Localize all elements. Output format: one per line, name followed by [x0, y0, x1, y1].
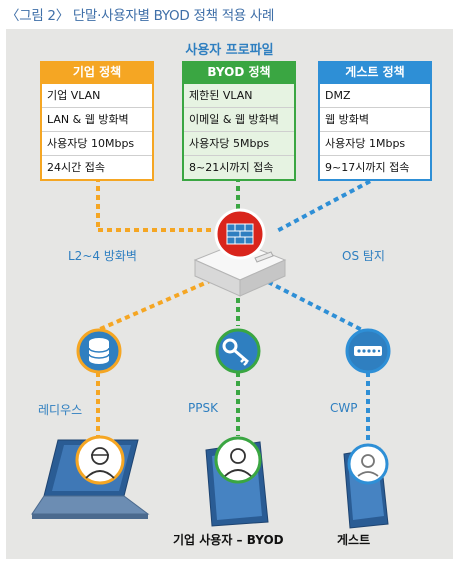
ppsk-label: PPSK [188, 401, 218, 415]
database-icon [76, 328, 122, 374]
cwp-label: CWP [330, 401, 358, 415]
enterprise-policy-box: 기업 정책 기업 VLAN LAN & 웹 방화벽 사용자당 10Mbps 24… [40, 61, 154, 181]
guest-policy-row: 웹 방화벽 [320, 107, 430, 131]
smartphone-icon [343, 443, 389, 529]
byod-policy-row: 8~21시까지 접속 [184, 155, 294, 179]
enterprise-policy-row: LAN & 웹 방화벽 [42, 107, 152, 131]
laptop-icon [31, 435, 150, 519]
byod-policy-row: 이메일 & 웹 방화벽 [184, 107, 294, 131]
byod-policy-title: BYOD 정책 [182, 61, 296, 84]
byod-policy-row: 제한된 VLAN [189, 89, 253, 102]
access-point-device [193, 208, 287, 297]
profile-title: 사용자 프로파일 [185, 43, 274, 58]
radius-label: 레디우스 [38, 403, 83, 417]
firewall-label: L2~4 방화벽 [68, 249, 137, 263]
enterprise-policy-row: 24시간 접속 [42, 155, 152, 179]
guest-label: 게스트 [337, 533, 371, 547]
avatar [214, 436, 262, 484]
guest-policy-row: 사용자당 1Mbps [320, 131, 430, 155]
byod-policy-row: 사용자당 5Mbps [184, 131, 294, 155]
enterprise-policy-title: 기업 정책 [40, 61, 154, 84]
guest-policy-row: 9~17시까지 접속 [320, 155, 430, 179]
guest-policy-title: 게스트 정책 [318, 61, 432, 84]
os-detect-label: OS 탐지 [342, 249, 385, 263]
avatar [75, 435, 125, 485]
firewall-icon [214, 208, 266, 260]
tablet-icon [205, 436, 269, 527]
key-icon [215, 328, 261, 374]
byod-user-label: 기업 사용자 – BYOD [173, 533, 284, 547]
byod-policy-box: BYOD 정책 제한된 VLAN 이메일 & 웹 방화벽 사용자당 5Mbps … [182, 61, 296, 181]
guest-policy-box: 게스트 정책 DMZ 웹 방화벽 사용자당 1Mbps 9~17시까지 접속 [318, 61, 432, 181]
avatar [347, 443, 389, 485]
password-icon [345, 328, 391, 374]
enterprise-policy-row: 사용자당 10Mbps [42, 131, 152, 155]
figure-caption: 〈그림 2〉 단말·사용자별 BYOD 정책 적용 사례 [6, 8, 275, 24]
guest-policy-row: DMZ [325, 89, 351, 102]
enterprise-policy-row: 기업 VLAN [47, 89, 101, 102]
